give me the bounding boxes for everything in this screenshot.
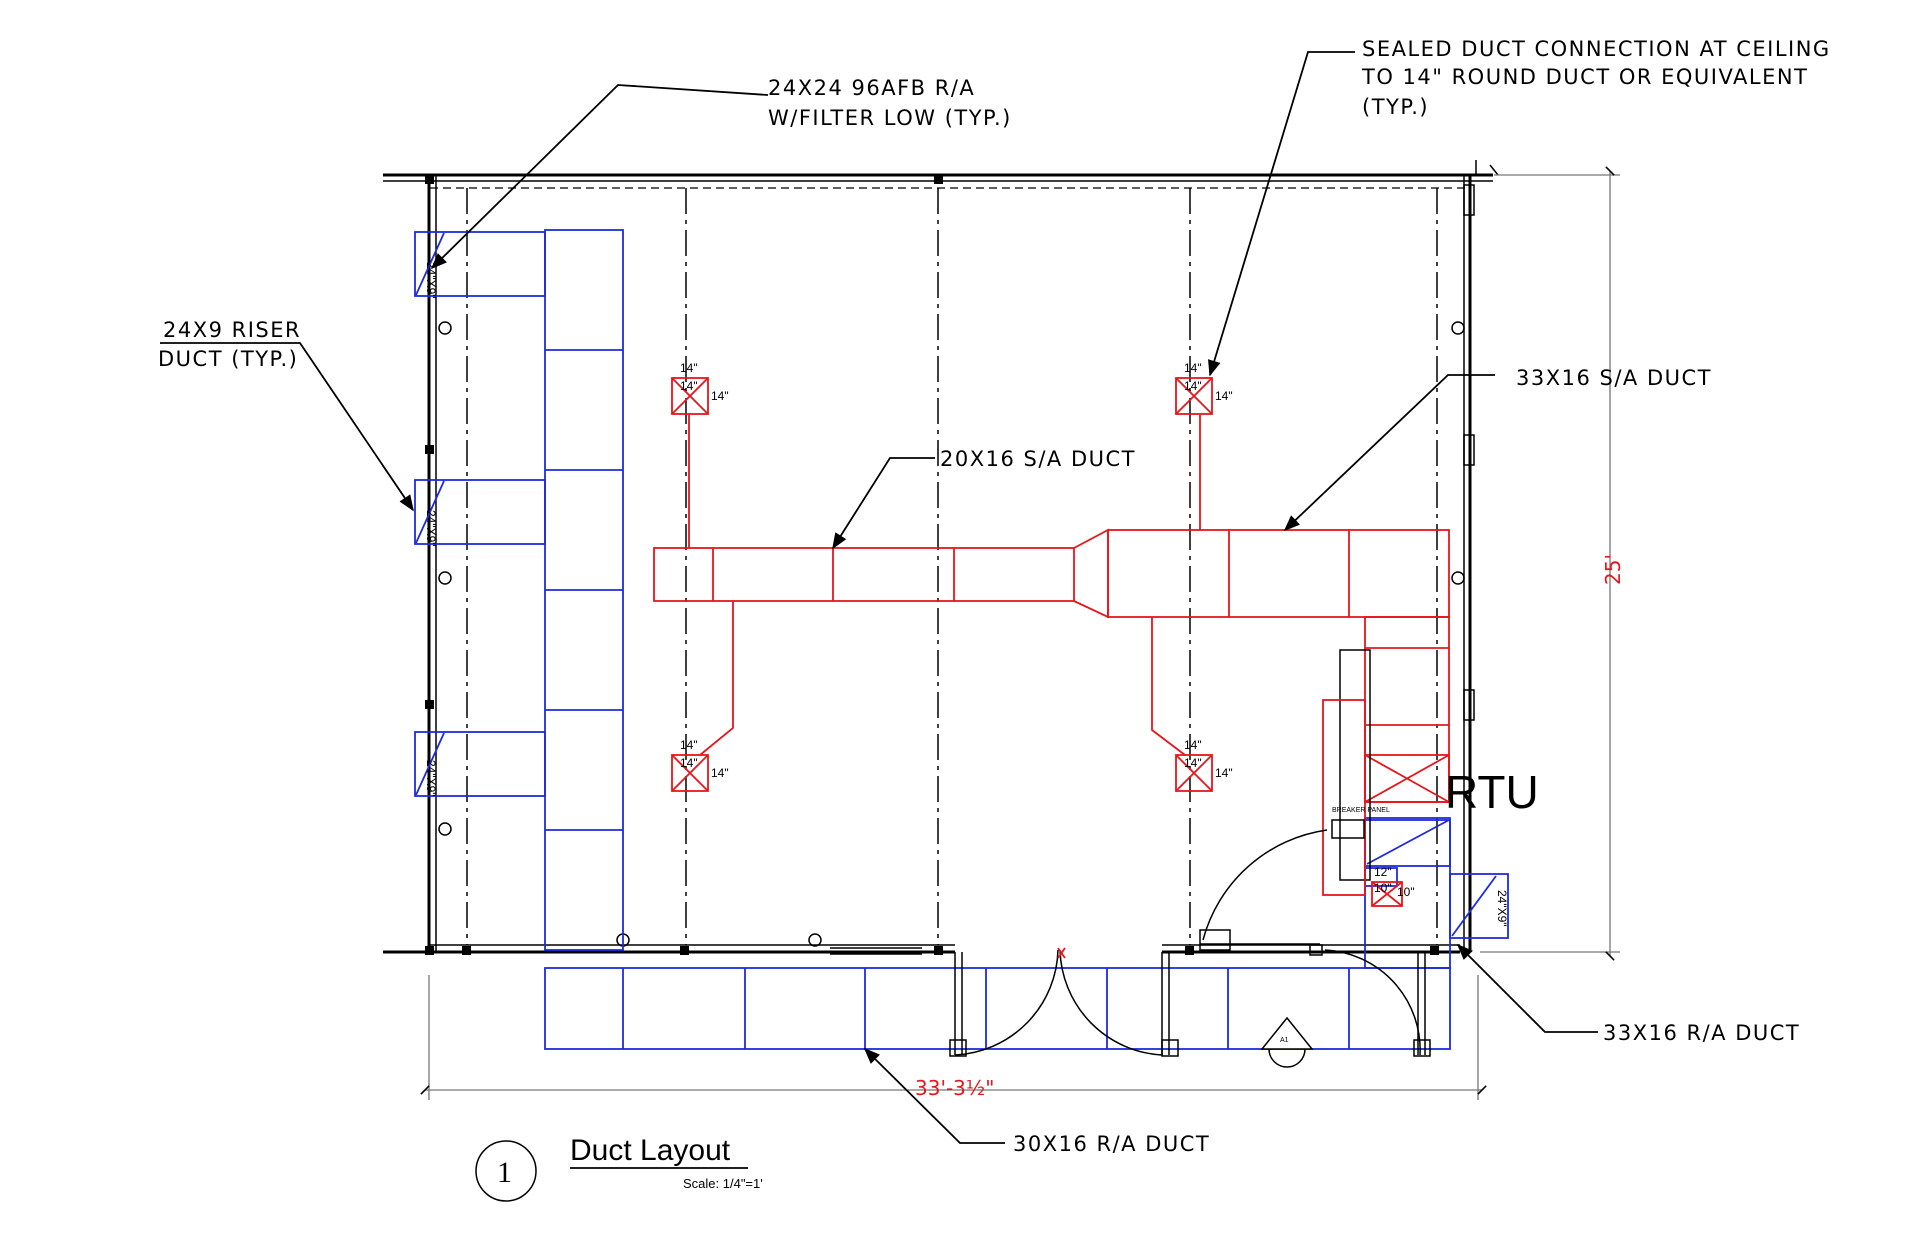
- breaker-panel: [1331, 819, 1365, 839]
- height-dimension: 25': [1601, 554, 1625, 585]
- diffuser-height: 14": [1184, 756, 1202, 770]
- supply-diffuser: [671, 754, 709, 792]
- supply-air-ducts: [653, 377, 1450, 907]
- callout-leaders: [160, 51, 1598, 1144]
- wall-fixtures: [438, 321, 1465, 955]
- section-mark: A1: [1260, 1016, 1314, 1068]
- title-block: 1 Duct Layout Scale: 1/4"=1': [475, 1134, 763, 1202]
- drawing-number-bubble: [475, 1140, 537, 1202]
- sealed-connection-note-line3: (TYP.): [1362, 95, 1429, 119]
- diffuser-label: 14": [711, 766, 729, 780]
- diffuser-width: 14": [1184, 738, 1202, 752]
- diffuser-height: 14": [680, 756, 698, 770]
- section-mark-label: A1: [1280, 1037, 1289, 1044]
- riser-tag: 24"X9": [424, 760, 438, 797]
- dimension-lines: [420, 166, 1620, 1100]
- sealed-connection-note-line2: TO 14" ROUND DUCT OR EQUIVALENT: [1361, 65, 1808, 89]
- return-30x16-note: 30X16 R/A DUCT: [1013, 1132, 1210, 1156]
- sealed-connection-note-line1: SEALED DUCT CONNECTION AT CEILING: [1362, 37, 1831, 61]
- diffuser-width: 14": [680, 738, 698, 752]
- riser-tag: 24"X9": [424, 510, 438, 547]
- diffuser-height: 14": [680, 379, 698, 393]
- drawing-title: Duct Layout: [570, 1134, 731, 1167]
- return-air-ducts: [414, 229, 1509, 1050]
- riser-note-line1: 24X9 RISER: [163, 318, 301, 342]
- diffuser-label: 14": [1215, 766, 1233, 780]
- grid-lines: [466, 188, 1438, 945]
- supply-diffuser: [671, 377, 709, 415]
- return-grille-note-line2: W/FILTER LOW (TYP.): [768, 106, 1012, 130]
- supply-diffuser-small: [1371, 881, 1403, 907]
- diffuser-height: 14": [1184, 379, 1202, 393]
- diffuser-width: 14": [1184, 361, 1202, 375]
- diffuser-label: 14": [1215, 389, 1233, 403]
- diffuser-height: 10": [1374, 881, 1392, 895]
- building-walls: [383, 160, 1499, 955]
- width-dimension: 33'-3½": [915, 1076, 994, 1100]
- drawing-number: 1: [497, 1156, 512, 1189]
- riser-tag: 24"X9": [424, 262, 438, 299]
- diffuser-width: 12": [1374, 865, 1392, 879]
- diffuser-labels: 14" 14" 14" 14" 14" 14" 14" 14" 14" 14" …: [680, 361, 1415, 899]
- diffuser-label: 10": [1397, 885, 1415, 899]
- diffuser-label: 14": [711, 389, 729, 403]
- diffuser-width: 14": [680, 361, 698, 375]
- riser-tag: 24"X9": [1495, 890, 1509, 927]
- riser-note-line2: DUCT (TYP.): [158, 347, 298, 371]
- supply-diffuser: [1175, 377, 1213, 415]
- riser-tags: 24"X9" 24"X9" 24"X9" 24"X9": [424, 262, 1509, 927]
- supply-33x16-note: 33X16 S/A DUCT: [1516, 366, 1712, 390]
- breaker-panel-label: BREAKER PANEL: [1332, 807, 1390, 814]
- supply-20x16-note: 20X16 S/A DUCT: [940, 447, 1136, 471]
- return-grille-note-line1: 24X24 96AFB R/A: [768, 76, 975, 100]
- supply-diffuser: [1175, 754, 1213, 792]
- doors: [949, 829, 1431, 1057]
- drawing-scale: Scale: 1/4"=1': [683, 1176, 763, 1191]
- rtu-label: RTU: [1445, 766, 1539, 818]
- return-33x16-note: 33X16 R/A DUCT: [1603, 1021, 1800, 1045]
